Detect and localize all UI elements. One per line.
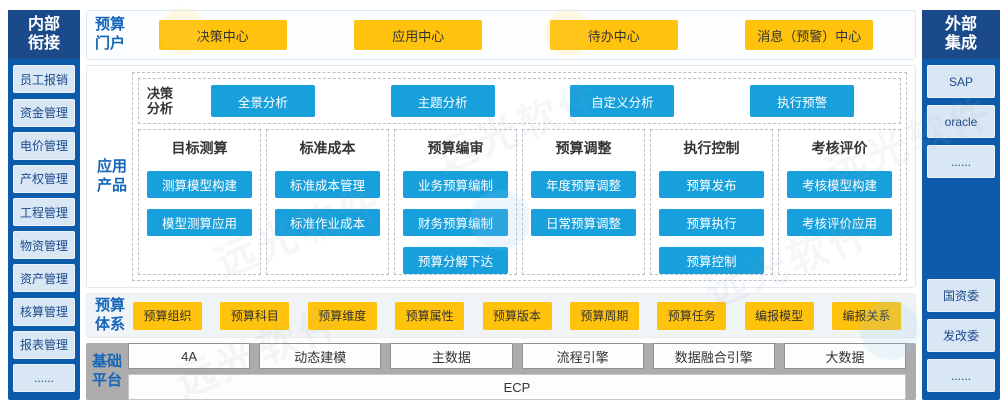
sidebar-item-more[interactable]: ......: [13, 363, 75, 392]
execution-alert-button[interactable]: 执行预警: [750, 85, 855, 118]
todo-center-button[interactable]: 待办中心: [549, 20, 678, 51]
dynamic-modeling-button[interactable]: 动态建模: [259, 343, 382, 369]
custom-analysis-button[interactable]: 自定义分析: [570, 85, 675, 118]
model-estimation-app-button[interactable]: 模型测算应用: [147, 209, 252, 237]
sidebar-item-sap[interactable]: SAP: [927, 65, 995, 99]
sidebar-item-ndrc[interactable]: 发改委: [927, 319, 995, 352]
external-integration-items: SAP oracle ...... 国资委 发改委 ......: [922, 59, 1000, 400]
sidebar-item-report-management[interactable]: 报表管理: [13, 330, 75, 359]
application-center-button[interactable]: 应用中心: [354, 20, 483, 51]
daily-budget-adjust-button[interactable]: 日常预算调整: [531, 209, 636, 237]
sidebar-item-property-rights-management[interactable]: 产权管理: [13, 164, 75, 193]
column-execution-control: 执行控制 预算发布 预算执行 预算控制: [650, 129, 773, 276]
budget-dimension-button[interactable]: 预算维度: [307, 301, 377, 330]
budget-control-button[interactable]: 预算控制: [659, 247, 764, 275]
column-title: 标准成本: [299, 140, 356, 157]
decision-analysis-label: 决策分析: [147, 85, 174, 117]
column-budget-compilation: 预算编审 业务预算编制 财务预算编制 预算分解下达: [394, 129, 517, 276]
ecp-platform-bar[interactable]: ECP: [128, 374, 906, 400]
column-title: 预算调整: [555, 140, 612, 157]
budget-attribute-button[interactable]: 预算属性: [395, 301, 465, 330]
panorama-analysis-button[interactable]: 全景分析: [210, 85, 315, 118]
sidebar-item-accounting-management[interactable]: 核算管理: [13, 297, 75, 326]
sidebar-item-funds-management[interactable]: 资金管理: [13, 98, 75, 127]
budget-system-label: 预算体系: [95, 296, 126, 333]
base-platform-label: 基础平台: [92, 352, 123, 389]
business-budget-compile-button[interactable]: 业务预算编制: [403, 171, 508, 199]
column-budget-adjustment: 预算调整 年度预算调整 日常预算调整: [522, 129, 645, 276]
internal-integration-sidebar: 内部衔接 员工报销 资金管理 电价管理 产权管理 工程管理 物资管理 资产管理 …: [8, 10, 80, 400]
budget-portal-label: 预算门户: [95, 16, 126, 53]
budget-system-buttons: 预算组织 预算科目 预算维度 预算属性 预算版本 预算周期 预算任务 编报模型 …: [133, 301, 901, 330]
sidebar-spacer: [927, 185, 995, 272]
decision-center-button[interactable]: 决策中心: [158, 20, 287, 51]
internal-integration-items: 员工报销 资金管理 电价管理 产权管理 工程管理 物资管理 资产管理 核算管理 …: [8, 59, 80, 400]
product-columns: 目标测算 测算模型构建 模型测算应用 标准成本 标准成本管理 标准作业成本 预算…: [138, 129, 901, 276]
assessment-evaluation-app-button[interactable]: 考核评价应用: [787, 209, 892, 237]
products-outer-box: 决策分析 全景分析 主题分析 自定义分析 执行预警 目标测算 测算模型构建 模型…: [132, 72, 907, 282]
external-integration-sidebar: 外部集成 SAP oracle ...... 国资委 发改委 ......: [922, 10, 1000, 400]
base-platform-panel: 基础平台 4A 动态建模 主数据 流程引擎 数据融合引擎 大数据 ECP: [86, 343, 916, 400]
report-relation-button[interactable]: 编报关系: [832, 301, 901, 330]
column-standard-cost: 标准成本 标准成本管理 标准作业成本: [266, 129, 389, 276]
column-title: 考核评价: [811, 140, 868, 157]
sidebar-item-employee-reimbursement[interactable]: 员工报销: [13, 65, 75, 94]
column-title: 预算编审: [427, 140, 484, 157]
financial-budget-compile-button[interactable]: 财务预算编制: [403, 209, 508, 237]
big-data-button[interactable]: 大数据: [783, 343, 907, 369]
standard-activity-cost-button[interactable]: 标准作业成本: [275, 209, 380, 237]
column-target-estimation: 目标测算 测算模型构建 模型测算应用: [138, 129, 261, 276]
sidebar-item-more-top[interactable]: ......: [927, 145, 995, 179]
budget-cycle-button[interactable]: 预算周期: [569, 301, 639, 330]
standard-cost-management-button[interactable]: 标准成本管理: [275, 171, 380, 199]
external-integration-title: 外部集成: [922, 10, 1000, 60]
decision-analysis-box: 决策分析 全景分析 主题分析 自定义分析 执行预警: [138, 78, 901, 125]
column-title: 执行控制: [683, 140, 740, 157]
process-engine-button[interactable]: 流程引擎: [521, 343, 644, 369]
message-alert-center-button[interactable]: 消息（预警）中心: [745, 20, 874, 51]
theme-analysis-button[interactable]: 主题分析: [390, 85, 495, 118]
base-platform-buttons: 4A 动态建模 主数据 流程引擎 数据融合引擎 大数据: [128, 343, 907, 369]
data-fusion-engine-button[interactable]: 数据融合引擎: [652, 343, 775, 369]
budget-portal-buttons: 决策中心 应用中心 待办中心 消息（预警）中心: [125, 20, 907, 51]
internal-integration-title: 内部衔接: [8, 10, 80, 60]
decision-analysis-buttons: 全景分析 主题分析 自定义分析 执行预警: [173, 85, 892, 118]
column-assessment-evaluation: 考核评价 考核模型构建 考核评价应用: [778, 129, 901, 276]
sidebar-item-oracle[interactable]: oracle: [927, 105, 995, 139]
budget-version-button[interactable]: 预算版本: [482, 301, 552, 330]
budget-task-button[interactable]: 预算任务: [657, 301, 727, 330]
main-content: 预算门户 决策中心 应用中心 待办中心 消息（预警）中心 应用产品 决策分析 全…: [86, 10, 916, 400]
budget-subject-button[interactable]: 预算科目: [220, 301, 290, 330]
sidebar-item-engineering-management[interactable]: 工程管理: [13, 198, 75, 227]
budget-organization-button[interactable]: 预算组织: [133, 301, 202, 330]
budget-decompose-button[interactable]: 预算分解下达: [403, 247, 508, 275]
budget-system-panel: 预算体系 预算组织 预算科目 预算维度 预算属性 预算版本 预算周期 预算任务 …: [86, 293, 916, 338]
assessment-model-build-button[interactable]: 考核模型构建: [787, 171, 892, 199]
platform-4a-button[interactable]: 4A: [128, 343, 251, 369]
sidebar-item-asset-management[interactable]: 资产管理: [13, 264, 75, 293]
sidebar-item-electricity-price-management[interactable]: 电价管理: [13, 131, 75, 160]
annual-budget-adjust-button[interactable]: 年度预算调整: [531, 171, 636, 199]
base-platform-content: 4A 动态建模 主数据 流程引擎 数据融合引擎 大数据 ECP: [128, 343, 907, 400]
sidebar-item-materials-management[interactable]: 物资管理: [13, 231, 75, 260]
report-model-button[interactable]: 编报模型: [744, 301, 814, 330]
budget-portal-panel: 预算门户 决策中心 应用中心 待办中心 消息（预警）中心: [86, 10, 916, 61]
application-products-panel: 应用产品 决策分析 全景分析 主题分析 自定义分析 执行预警 目标测算 测算模型…: [86, 65, 916, 289]
estimation-model-build-button[interactable]: 测算模型构建: [147, 171, 252, 199]
application-products-label: 应用产品: [97, 158, 128, 194]
sidebar-item-more-bottom[interactable]: ......: [927, 359, 995, 392]
budget-execution-button[interactable]: 预算执行: [659, 209, 764, 237]
column-title: 目标测算: [171, 140, 228, 157]
budget-release-button[interactable]: 预算发布: [659, 171, 764, 199]
master-data-button[interactable]: 主数据: [390, 343, 513, 369]
sidebar-item-sasac[interactable]: 国资委: [927, 279, 995, 312]
